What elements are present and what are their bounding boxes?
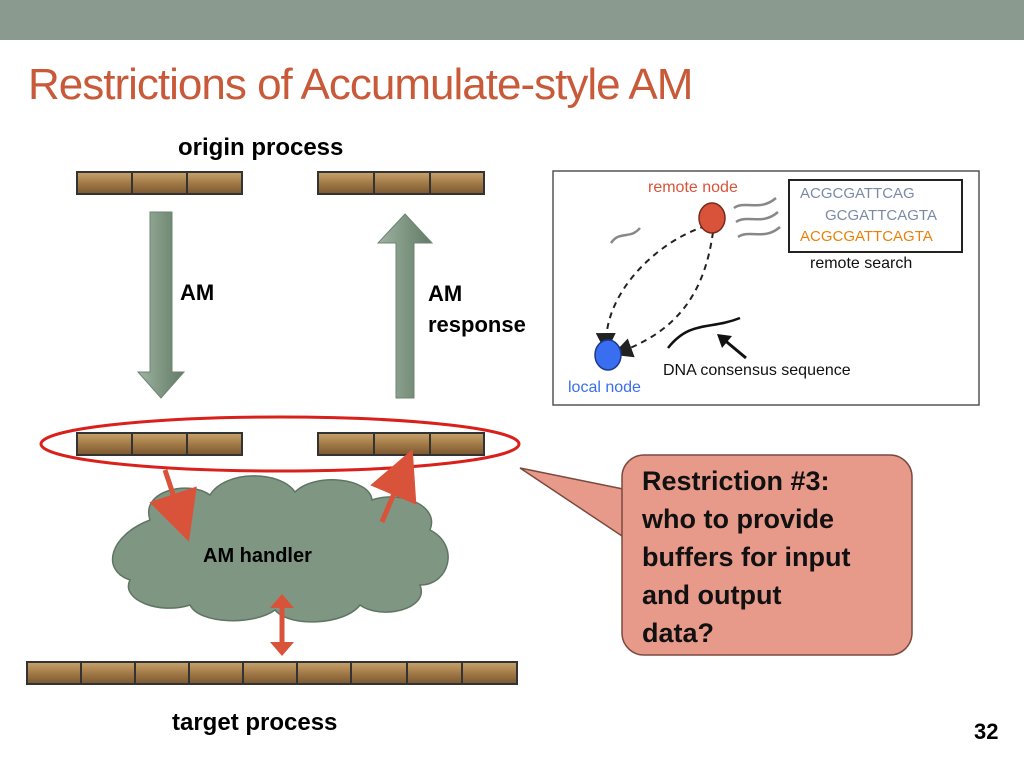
remote-node-label: remote node <box>648 179 738 196</box>
am-response-label-line1: AM <box>428 281 463 306</box>
origin-send-buffer <box>76 171 243 195</box>
am-response-up-arrow <box>376 213 434 399</box>
callout-pointer <box>519 467 629 542</box>
callout-line: buffers for input <box>642 542 851 572</box>
dna-consensus-label: DNA consensus sequence <box>663 362 851 379</box>
response-arc <box>612 231 714 358</box>
am-down-arrow <box>136 211 186 399</box>
origin-receive-buffer <box>317 171 485 195</box>
restriction-callout <box>621 454 913 656</box>
handler-memory-double-arrow <box>270 594 294 656</box>
sequence-1: ACGCGATTCAG <box>800 185 915 202</box>
sequence-2: GCGATTCAGTA <box>825 207 937 224</box>
target-process-label: target process <box>172 709 338 736</box>
origin-process-label: origin process <box>178 134 344 161</box>
remote-data-squiggles <box>609 197 781 244</box>
remote-search-label: remote search <box>810 255 913 272</box>
consensus-squiggle <box>667 316 741 349</box>
target-output-buffer <box>317 432 485 456</box>
am-handler-label: AM handler <box>203 545 312 567</box>
am-response-label-line2: response <box>428 312 526 337</box>
slide-title: Restrictions of Accumulate-style AM <box>28 60 693 109</box>
sequence-3: ACGCGATTCAGTA <box>800 228 933 245</box>
handler-to-output-arrow <box>370 448 417 523</box>
callout-line: who to provide <box>642 504 834 534</box>
request-arc <box>595 225 707 353</box>
buffer-highlight-ellipse <box>39 415 521 473</box>
sequence-box <box>788 179 963 253</box>
local-node <box>594 339 622 371</box>
callout-line: and output <box>642 580 782 610</box>
page-number: 32 <box>974 719 999 744</box>
restriction-callout-text: Restriction #3: who to provide buffers f… <box>642 462 902 652</box>
top-bar <box>0 0 1024 40</box>
target-memory-buffer <box>26 661 518 685</box>
input-to-handler-arrow <box>149 469 197 542</box>
consensus-pointer-icon <box>717 334 747 360</box>
callout-line: Restriction #3: <box>642 466 830 496</box>
callout-line: data? <box>642 618 715 648</box>
local-node-label: local node <box>568 379 641 396</box>
target-input-buffer <box>76 432 243 456</box>
am-label: AM <box>180 280 215 305</box>
remote-node <box>698 202 726 234</box>
